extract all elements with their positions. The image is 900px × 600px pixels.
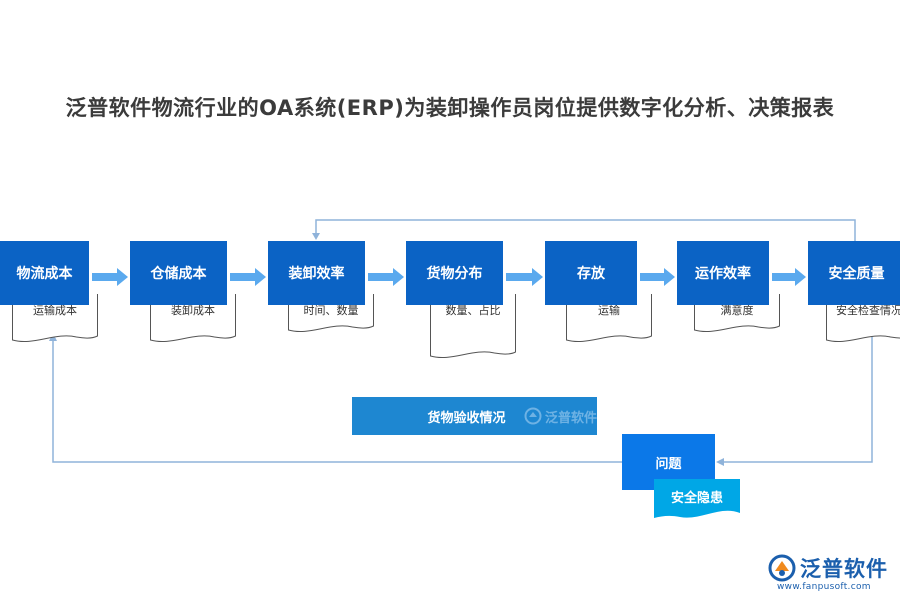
flow-doc-label: 时间、数量: [303, 304, 359, 317]
flow-node-3: 装卸效率: [268, 241, 365, 305]
brand-logo: 泛普软件: [768, 553, 888, 583]
flow-node-label: 仓储成本: [150, 266, 207, 282]
flow-arrow-1: [92, 268, 128, 286]
flow-node-5: 存放: [545, 241, 637, 305]
flow-arrows: [92, 268, 806, 286]
flow-doc-label: 装卸成本: [171, 304, 215, 317]
flow-node-1: 物流成本: [0, 241, 89, 305]
problem-label: 问题: [655, 456, 682, 472]
watermark-text: 泛普软件: [545, 410, 598, 426]
flow-node-label: 货物分布: [426, 266, 483, 282]
return-line-right-arrowhead: [716, 458, 724, 466]
safety-hazard-label: 安全隐患: [670, 491, 723, 506]
flow-arrow-2: [230, 268, 266, 286]
flow-arrow-4: [506, 268, 543, 286]
flow-doc-5: 运输: [566, 294, 652, 344]
return-line-right: [720, 331, 873, 463]
flow-node-2: 仓储成本: [130, 241, 227, 305]
goods-acceptance-banner: 货物验收情况: [352, 397, 597, 435]
flow-doc-2: 装卸成本: [150, 294, 236, 344]
flow-doc-label: 满意度: [720, 304, 754, 317]
flow-arrow-6: [772, 268, 806, 286]
safety-hazard-doc: 安全隐患: [654, 479, 740, 521]
return-line-left: [52, 337, 622, 463]
flow-node-label: 运作效率: [695, 266, 751, 282]
logo-text: 泛普软件: [800, 557, 888, 581]
flow-doc-shape: [150, 294, 236, 342]
flow-doc-label: 数量、占比: [445, 304, 501, 317]
flow-doc-1: 运输成本: [12, 294, 98, 344]
flow-arrow-3: [368, 268, 404, 286]
flow-doc-shape: [566, 294, 652, 342]
flow-node-label: 存放: [577, 266, 605, 282]
safety-hazard-shape: [654, 479, 740, 518]
flow-node-7: 安全质量: [808, 241, 900, 305]
fanpu-logo-icon: [768, 554, 796, 582]
page-title: 泛普软件物流行业的OA系统(ERP)为装卸操作员岗位提供数字化分析、决策报表: [65, 96, 835, 120]
flow-node-label: 装卸效率: [288, 266, 345, 282]
logo-url: www.fanpusoft.com: [777, 582, 871, 592]
watermark-icon: [524, 407, 542, 425]
flow-node-4: 货物分布: [406, 241, 503, 305]
flow-arrow-5: [640, 268, 675, 286]
feedback-loop-top: [315, 219, 856, 241]
flow-doc-shape: [430, 294, 516, 358]
flow-node-label: 物流成本: [16, 266, 73, 282]
feedback-loop-top-arrowhead: [312, 233, 320, 240]
goods-acceptance-label: 货物验收情况: [427, 410, 506, 426]
flow-doc-shape: [12, 294, 98, 342]
flow-node-label: 安全质量: [828, 266, 885, 282]
watermark-logo: 泛普软件: [524, 404, 597, 428]
flow-doc-label: 运输成本: [33, 304, 77, 317]
flow-doc-7: 安全检查情况: [826, 294, 900, 344]
flow-doc-label: 运输: [598, 304, 620, 317]
flow-doc-4: 数量、占比: [430, 294, 516, 360]
flow-doc-shape: [826, 294, 900, 342]
flow-node-6: 运作效率: [677, 241, 769, 305]
flow-doc-label: 安全检查情况: [836, 304, 900, 317]
